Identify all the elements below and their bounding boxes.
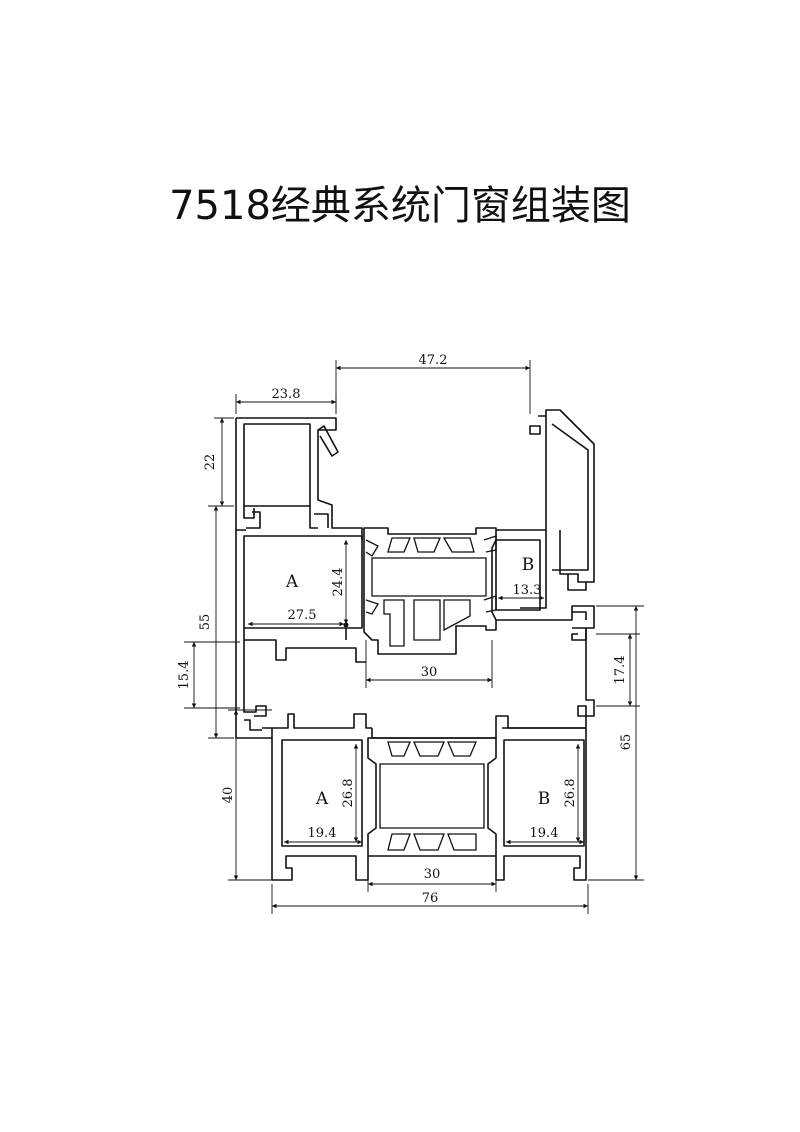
zone-label-b-top: B — [522, 555, 535, 575]
dim-19-4-left: 19.4 — [308, 826, 337, 841]
zone-label-b-bottom: B — [538, 789, 551, 809]
frame-profile-left-top — [235, 530, 366, 739]
dim-23-8: 23.8 — [272, 387, 301, 402]
dim-17-4: 17.4 — [613, 656, 628, 685]
dim-15-4: 15.4 — [177, 661, 192, 690]
dim-19-4-right: 19.4 — [530, 826, 559, 841]
dim-13-3: 13.3 — [513, 583, 542, 598]
sash-profile-top — [235, 417, 363, 540]
zone-label-a-top: A — [285, 572, 299, 592]
glazing-bead-bottom — [367, 737, 497, 857]
dimension-lines — [184, 360, 644, 914]
sash-profile-right-top — [495, 409, 595, 611]
dim-26-8-right: 26.8 — [563, 779, 578, 808]
dim-65: 65 — [619, 734, 634, 751]
page-title: 7518经典系统门窗组装图 — [169, 183, 631, 229]
dim-22: 22 — [203, 454, 218, 471]
frame-profile-bottom — [271, 713, 587, 881]
dim-76: 76 — [422, 891, 439, 906]
dim-24-4: 24.4 — [331, 568, 346, 597]
zone-label-a-bottom: A — [315, 789, 329, 809]
dim-47-2: 47.2 — [419, 353, 448, 368]
frame-profile-right — [496, 605, 595, 729]
dim-30-top: 30 — [421, 665, 438, 680]
glazing-bead-top — [363, 527, 497, 655]
dim-40: 40 — [221, 787, 236, 804]
dim-30-bottom: 30 — [424, 867, 441, 882]
dim-55: 55 — [198, 614, 213, 631]
dim-27-5: 27.5 — [288, 608, 317, 623]
dim-26-8-left: 26.8 — [341, 779, 356, 808]
